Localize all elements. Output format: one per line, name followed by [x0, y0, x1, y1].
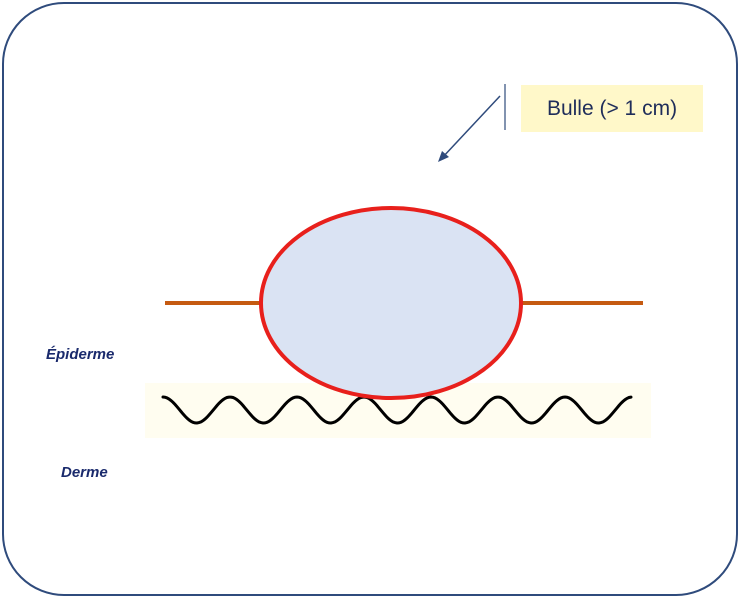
callout-arrowhead [438, 151, 449, 162]
basement-membrane-wave [161, 395, 633, 425]
callout-arrow [441, 95, 501, 159]
epidermis-label: Épiderme [46, 346, 115, 363]
blister [259, 206, 523, 400]
dermis-label: Derme [61, 464, 108, 481]
blister-callout-label: Bulle (> 1 cm) [521, 85, 703, 132]
